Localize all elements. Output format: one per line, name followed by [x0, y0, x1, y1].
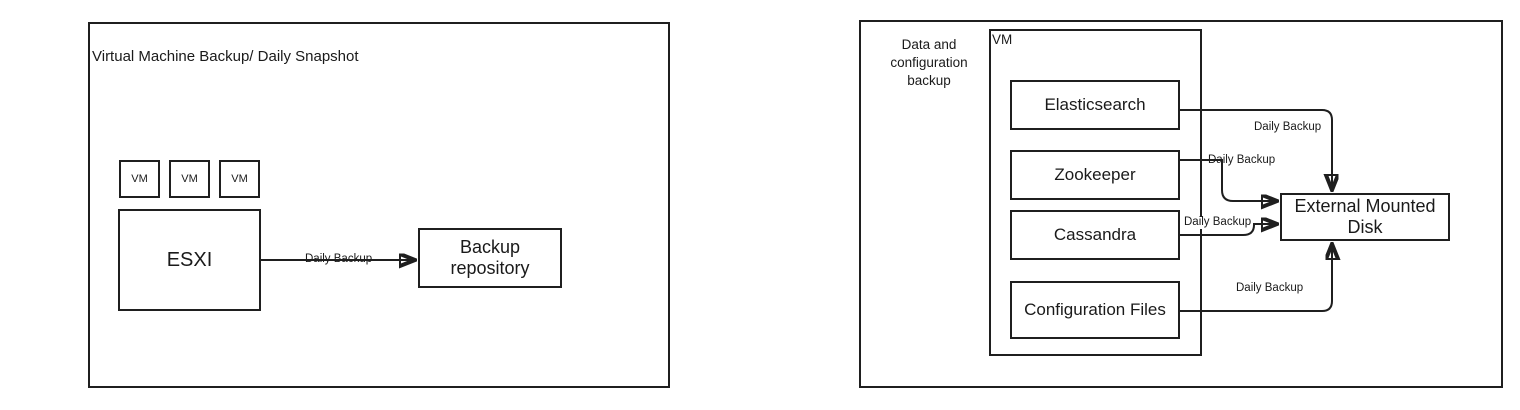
edge-label-configuration-files-daily-backup: Daily Backup [1234, 282, 1306, 295]
service-box-cassandra: Cassandra [1010, 210, 1180, 260]
vm-box-1-label: VM [131, 172, 148, 185]
left-panel-title: Virtual Machine Backup/ Daily Snapshot [92, 48, 359, 65]
service-box-configuration-files: Configuration Files [1010, 281, 1180, 339]
external-mounted-disk-label: External Mounted Disk [1294, 196, 1436, 237]
backup-repository-label: Backup repository [450, 237, 530, 278]
data-config-backup-label: Data and configuration backup [890, 37, 968, 89]
vm-box-2: VM [169, 160, 210, 198]
vm-box-3: VM [219, 160, 260, 198]
service-box-zookeeper: Zookeeper [1010, 150, 1180, 200]
esxi-box: ESXI [118, 209, 261, 311]
vm-box-1: VM [119, 160, 160, 198]
left-panel [88, 22, 670, 388]
edge-label-zookeeper-daily-backup: Daily Backup [1206, 154, 1278, 167]
vm-box-3-label: VM [231, 172, 248, 185]
esxi-label: ESXI [166, 248, 213, 271]
edge-label-cassandra-daily-backup: Daily Backup [1182, 216, 1254, 229]
backup-repository-box: Backup repository [418, 228, 562, 288]
service-label-configuration-files: Configuration Files [1024, 300, 1166, 320]
service-label-cassandra: Cassandra [1053, 225, 1137, 245]
left-edge-label-daily-backup: Daily Backup [303, 253, 375, 266]
service-box-elasticsearch: Elasticsearch [1010, 80, 1180, 130]
edge-label-elasticsearch-daily-backup: Daily Backup [1252, 121, 1324, 134]
vm-box-2-label: VM [181, 172, 198, 185]
external-mounted-disk-box: External Mounted Disk [1280, 193, 1450, 241]
vm-container-label: VM [992, 32, 1013, 47]
service-label-zookeeper: Zookeeper [1054, 165, 1136, 185]
service-label-elasticsearch: Elasticsearch [1044, 95, 1146, 115]
